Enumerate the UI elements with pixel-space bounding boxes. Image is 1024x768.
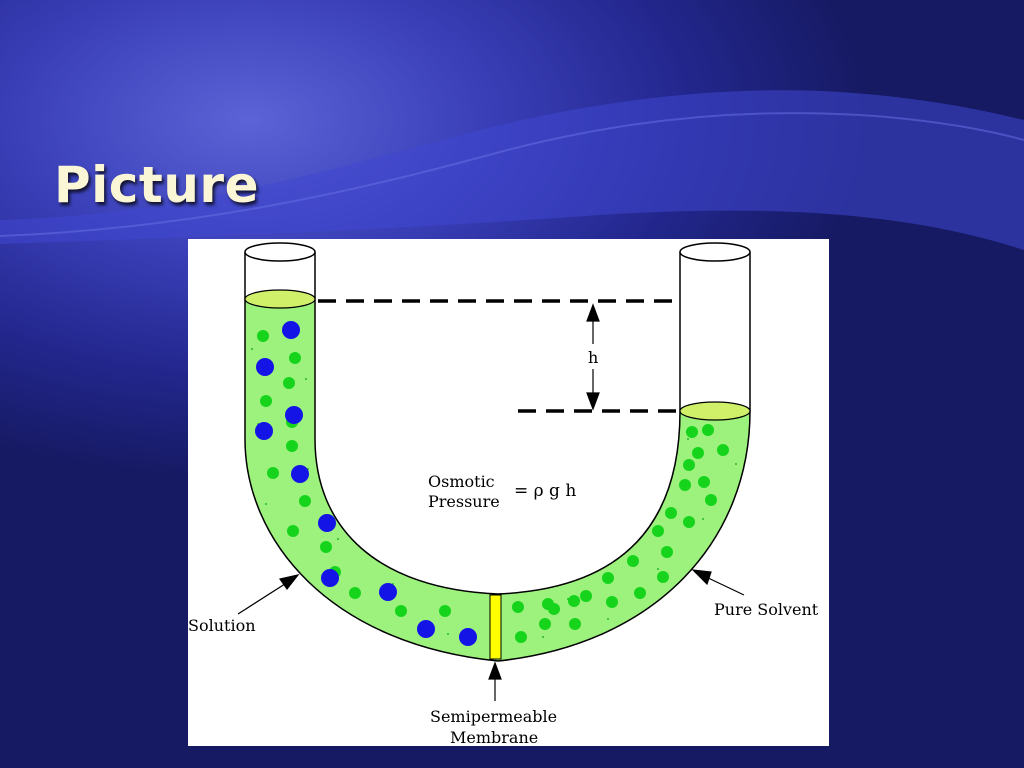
solution-arrow xyxy=(237,574,300,615)
u-tube-liquid xyxy=(244,298,751,662)
height-label: h xyxy=(588,348,598,367)
slide-title: Picture xyxy=(54,156,259,214)
right-liquid-surface xyxy=(679,401,751,421)
pure-solvent-label: Pure Solvent xyxy=(714,600,819,619)
osmotic-formula: = ρ g h xyxy=(514,481,576,501)
semipermeable-membrane xyxy=(489,594,502,660)
pure-solvent-arrow xyxy=(691,569,745,596)
solution-label: Solution xyxy=(188,616,256,635)
membrane-label-line2: Membrane xyxy=(450,728,538,746)
left-liquid-surface xyxy=(244,289,316,309)
osmosis-diagram: h Osmotic Pressure = ρ g h Solution Pure… xyxy=(188,239,829,746)
right-tube-empty-glass xyxy=(679,252,751,411)
solvent-particles-pure-side xyxy=(512,424,729,643)
left-tube-empty-glass xyxy=(244,252,316,299)
right-tube-rim xyxy=(679,242,751,262)
membrane-arrow xyxy=(488,661,502,701)
solute-particles xyxy=(255,321,477,646)
osmotic-label-line2: Pressure xyxy=(428,492,500,511)
membrane-label-line1: Semipermeable xyxy=(430,707,557,726)
osmosis-diagram-svg: h Osmotic Pressure = ρ g h Solution Pure… xyxy=(188,242,819,746)
solvent-stipple xyxy=(251,348,737,638)
height-arrow xyxy=(586,303,600,411)
osmotic-label-line1: Osmotic xyxy=(428,472,495,491)
left-tube-rim xyxy=(244,242,316,262)
